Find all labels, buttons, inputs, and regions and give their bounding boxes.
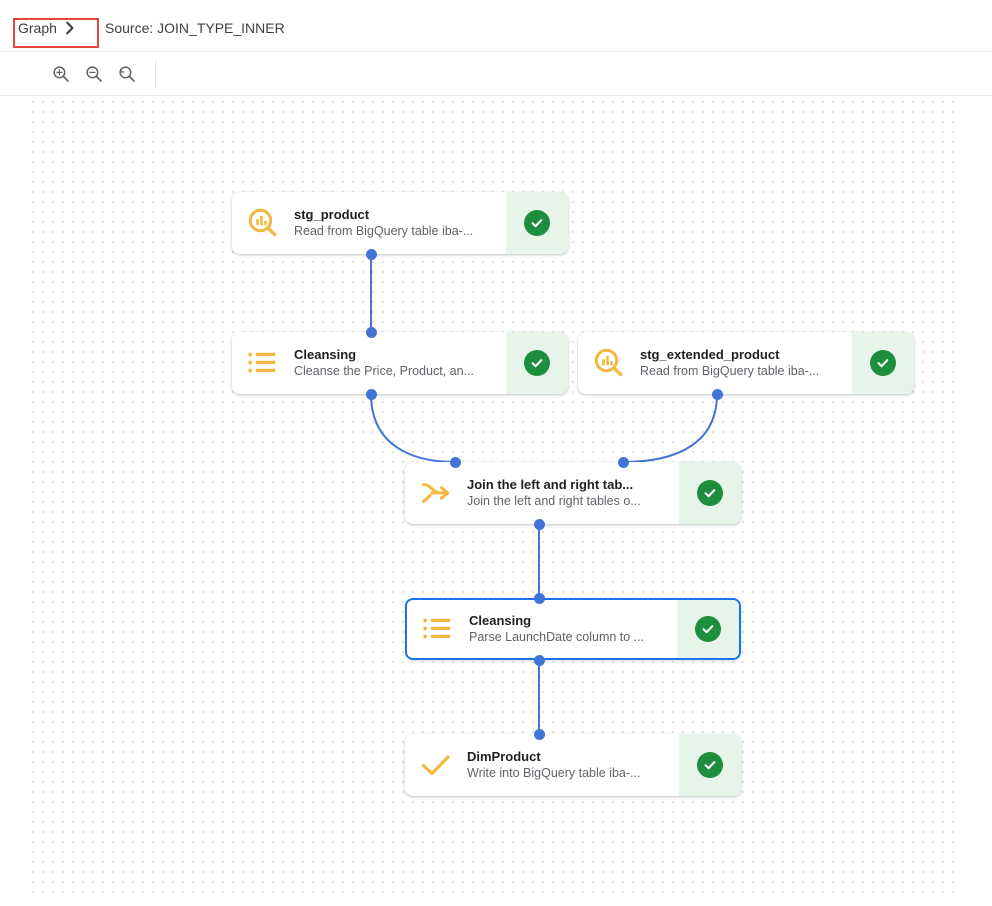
list-icon <box>232 332 294 394</box>
edge-cleansing_1-join <box>370 393 456 463</box>
port-in-join-left[interactable] <box>449 456 461 468</box>
breadcrumb-source-label: Source: JOIN_TYPE_INNER <box>105 20 285 36</box>
zoom-in-icon <box>51 64 71 84</box>
node-status-panel <box>506 192 568 254</box>
port-out-stg_extended_product[interactable] <box>711 388 723 400</box>
graph-node-dimproduct[interactable]: DimProduct Write into BigQuery table iba… <box>405 734 741 796</box>
node-title: stg_extended_product <box>640 347 780 362</box>
check-circle-icon <box>877 359 889 368</box>
graph-toolbar <box>0 52 992 96</box>
node-subtitle: Read from BigQuery table iba-... <box>640 364 820 378</box>
node-text: DimProduct Write into BigQuery table iba… <box>467 734 679 796</box>
graph-node-cleansing-1[interactable]: Cleansing Cleanse the Price, Product, an… <box>232 332 568 394</box>
port-out-join[interactable] <box>533 518 545 530</box>
node-subtitle: Parse LaunchDate column to ... <box>469 630 645 644</box>
port-in-cleansing-2[interactable] <box>533 592 545 604</box>
graph-node-join[interactable]: Join the left and right tab... Join the … <box>405 462 741 524</box>
status-badge-success <box>695 616 721 642</box>
status-badge-success <box>870 350 896 376</box>
list-icon <box>407 600 469 658</box>
node-status-panel <box>679 734 741 796</box>
node-status-panel <box>852 332 914 394</box>
check-sink-icon <box>405 734 467 796</box>
graph-canvas[interactable]: stg_product Read from BigQuery table iba… <box>27 96 956 893</box>
status-badge-success <box>697 752 723 778</box>
node-title: Cleansing <box>294 347 357 362</box>
graph-node-stg_extended_product[interactable]: stg_extended_product Read from BigQuery … <box>578 332 914 394</box>
zoom-reset-button[interactable] <box>114 61 140 87</box>
node-subtitle: Read from BigQuery table iba-... <box>294 224 474 238</box>
toolbar-divider <box>155 60 156 88</box>
zoom-out-button[interactable] <box>81 61 107 87</box>
chevron-right-icon[interactable] <box>65 21 75 35</box>
node-status-panel <box>679 462 741 524</box>
graph-node-cleansing-2[interactable]: Cleansing Parse LaunchDate column to ... <box>405 598 741 660</box>
port-out-cleansing-2[interactable] <box>533 654 545 666</box>
edge-stg_extended_product-join <box>622 393 718 463</box>
status-badge-success <box>697 480 723 506</box>
node-status-panel <box>506 332 568 394</box>
port-out-cleansing-1[interactable] <box>365 388 377 400</box>
port-in-dimproduct[interactable] <box>533 728 545 740</box>
node-title: stg_product <box>294 207 370 222</box>
check-circle-icon <box>702 625 714 634</box>
port-in-cleansing-1[interactable] <box>365 326 377 338</box>
bigquery-source-icon <box>232 192 294 254</box>
check-circle-icon <box>531 359 543 368</box>
node-subtitle: Write into BigQuery table iba-... <box>467 766 641 780</box>
graph-node-stg_product[interactable]: stg_product Read from BigQuery table iba… <box>232 192 568 254</box>
node-text: Join the left and right tab... Join the … <box>467 462 679 524</box>
status-badge-success <box>524 350 550 376</box>
status-badge-success <box>524 210 550 236</box>
join-arrow-icon <box>405 462 467 524</box>
app-header: Graph Source: JOIN_TYPE_INNER <box>0 0 992 52</box>
breadcrumb: Graph <box>18 16 75 40</box>
port-in-join-right[interactable] <box>617 456 629 468</box>
check-circle-icon <box>704 761 716 770</box>
check-circle-icon <box>704 489 716 498</box>
check-circle-icon <box>531 219 543 228</box>
node-text: stg_extended_product Read from BigQuery … <box>640 332 852 394</box>
node-title: Cleansing <box>469 613 532 628</box>
node-text: Cleansing Cleanse the Price, Product, an… <box>294 332 506 394</box>
node-title: Join the left and right tab... <box>467 477 634 492</box>
port-out-stg_product[interactable] <box>365 248 377 260</box>
node-text: Cleansing Parse LaunchDate column to ... <box>469 600 677 658</box>
zoom-reset-icon <box>117 64 137 84</box>
node-status-panel <box>677 600 739 658</box>
node-text: stg_product Read from BigQuery table iba… <box>294 192 506 254</box>
zoom-out-icon <box>84 64 104 84</box>
node-subtitle: Join the left and right tables o... <box>467 494 641 508</box>
node-subtitle: Cleanse the Price, Product, an... <box>294 364 474 378</box>
node-title: DimProduct <box>467 749 541 764</box>
zoom-in-button[interactable] <box>48 61 74 87</box>
breadcrumb-item-graph[interactable]: Graph <box>18 20 57 36</box>
bigquery-source-icon <box>578 332 640 394</box>
